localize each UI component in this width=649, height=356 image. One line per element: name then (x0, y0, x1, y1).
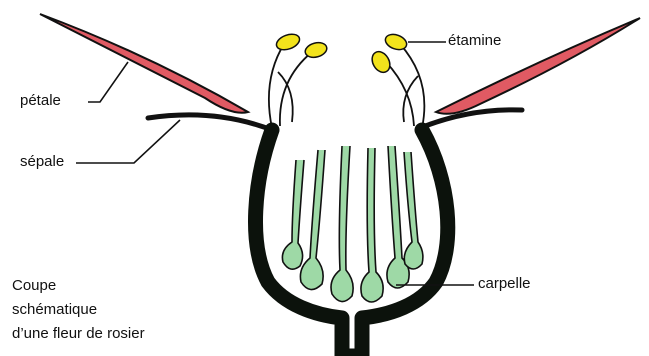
stamen-anthers (274, 31, 408, 75)
petale-leader (88, 62, 128, 102)
left-petal (40, 14, 248, 113)
stamen-filaments (269, 44, 425, 128)
diagram-caption: Coupe schématique d’une fleur de rosier (12, 274, 145, 346)
carpels (282, 146, 423, 302)
caption-line-1: Coupe (12, 274, 145, 298)
caption-line-2: schématique (12, 298, 145, 322)
label-etamine: étamine (448, 33, 501, 48)
left-sepal (148, 115, 272, 130)
label-sepale: sépale (20, 154, 64, 169)
label-carpelle: carpelle (478, 276, 531, 291)
sepale-leader (76, 120, 180, 163)
label-petale: pétale (20, 93, 61, 108)
caption-line-3: d’une fleur de rosier (12, 322, 145, 346)
